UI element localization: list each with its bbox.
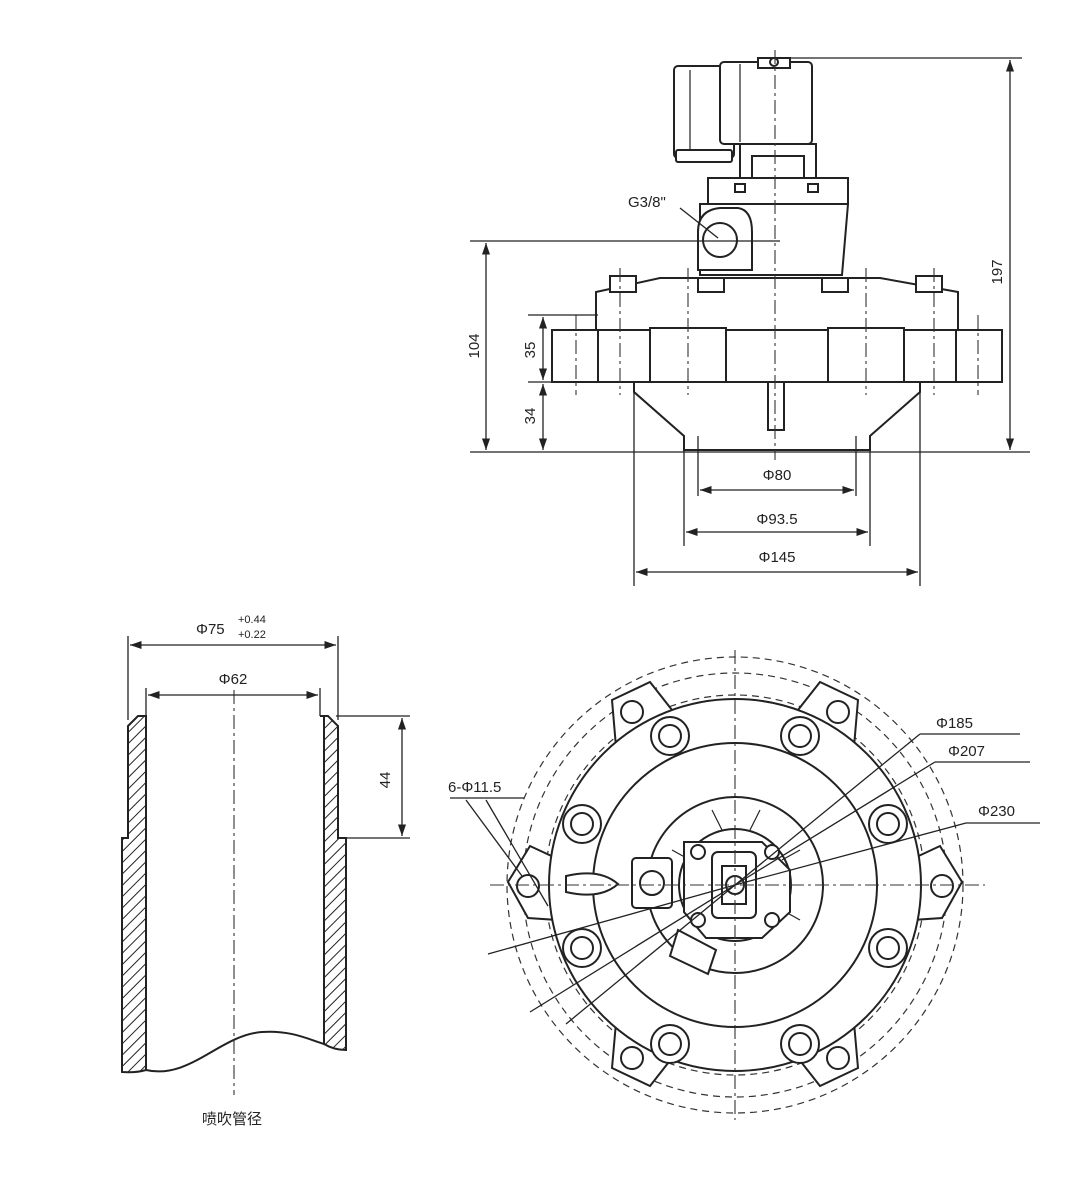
socket-depth-label: 44 [377,772,394,789]
dia-185-label: Φ185 [936,715,973,732]
height-flange-label: 35 [522,342,539,359]
dia-inner-label: Φ80 [763,467,792,484]
solenoid-coil [673,57,813,163]
top-view: 6-Φ11.5 Φ185 Φ207 Φ230 [448,650,1040,1120]
dia-230-label: Φ230 [978,803,1015,820]
pipe-caption: 喷吹管径 [202,1110,262,1128]
pipe-wall-right [320,715,347,1052]
cover-bolts [609,275,943,293]
dia-outer-label: Φ145 [759,549,796,566]
height-outlet-label: 34 [522,408,539,425]
height-body-label: 104 [466,333,483,358]
valve-cover [595,277,959,333]
valve-flange [551,329,1003,383]
pipe-wall-left [121,715,147,1074]
valve-bonnet [697,143,850,276]
pipe-inner-dia-label: Φ62 [219,671,248,688]
pipe-outer-dia-label: Φ75 [196,621,225,638]
cover-bolt-heads [562,716,908,1064]
side-view: G3/8" 197 104 35 34 Φ80 Φ93.5 Φ145 [466,50,1030,586]
pipe-tol-lower: +0.22 [238,629,266,641]
dia-mid-label: Φ93.5 [756,511,797,528]
dia-207-label: Φ207 [948,743,985,760]
mounting-holes [516,700,954,1070]
height-total-label: 197 [989,259,1006,284]
hole-spec-label: 6-Φ11.5 [448,779,501,796]
pipe-section: Φ75 +0.44 +0.22 Φ62 44 喷吹管径 [121,614,410,1128]
port-label: G3/8" [628,194,666,211]
pipe-tol-upper: +0.44 [238,614,266,626]
